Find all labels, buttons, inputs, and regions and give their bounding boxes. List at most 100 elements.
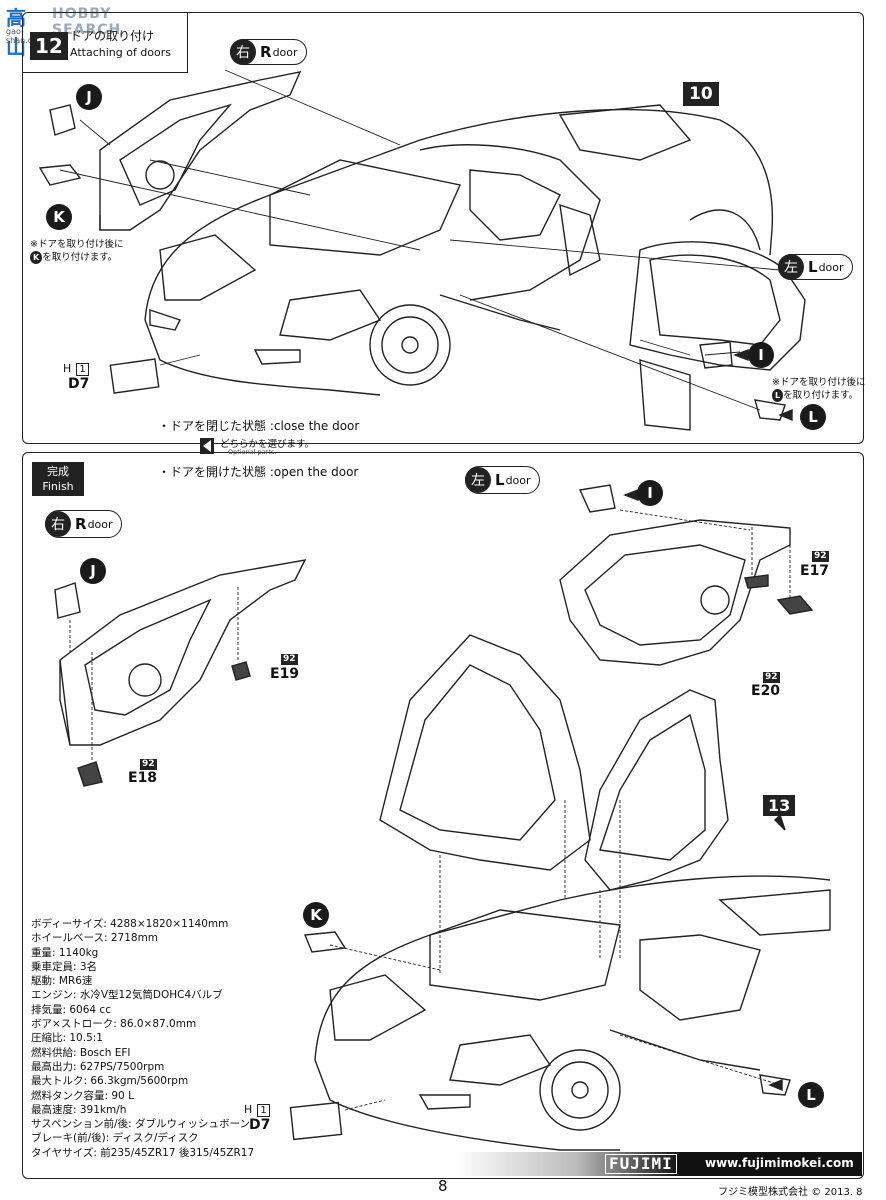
spec-line: 最高速度: 391km/h bbox=[31, 1103, 127, 1116]
note-k-part: K bbox=[30, 251, 43, 264]
sprue-92-e18: 92 bbox=[140, 759, 157, 770]
footer-brand: FUJIMI bbox=[605, 1154, 677, 1174]
part-J-label-finish: J bbox=[80, 558, 106, 584]
part-L-label-step12: L bbox=[800, 404, 826, 430]
right-door-open-finish bbox=[379, 634, 591, 871]
right-kanji: 右 bbox=[230, 39, 256, 65]
trim-K-step12 bbox=[38, 164, 82, 186]
plate-finish bbox=[289, 1101, 343, 1141]
part-L-label-finish: L bbox=[798, 1082, 824, 1108]
copyright-year: 2013. 8 bbox=[824, 1187, 863, 1198]
note-k-line1: ※ドアを取り付け後に bbox=[30, 239, 124, 250]
left-letter-finish: L bbox=[495, 471, 505, 489]
note-l-line2: を取り付けます。 bbox=[783, 390, 859, 401]
left-door-open-finish bbox=[584, 689, 729, 891]
trim-L-finish bbox=[759, 1074, 791, 1096]
spec-line: エンジン: 水冷V型12気筒DOHC4バルブ bbox=[31, 989, 223, 1002]
note-l-part: L bbox=[772, 389, 784, 402]
watermark-site: gao-shan.com bbox=[6, 27, 45, 45]
spec-line: ホイールベース: 2718mm bbox=[31, 932, 159, 945]
part-E19-label: E19 bbox=[270, 666, 300, 682]
footer-bar: FUJIMI www.fujimimokei.com bbox=[455, 1152, 862, 1176]
sprue-92-e17: 92 bbox=[812, 551, 829, 562]
spec-line: 最大トルク: 66.3kgm/5600rpm bbox=[31, 1075, 189, 1088]
part-J-label-step12: J bbox=[76, 84, 102, 110]
option-choose-ja: どちらかを選びます。 bbox=[220, 439, 315, 450]
part-K-label-step12: K bbox=[46, 204, 72, 230]
right-letter: R bbox=[260, 43, 272, 61]
left-word-finish: door bbox=[505, 473, 531, 487]
spec-line: ボディーサイズ: 4288×1820×1140mm bbox=[31, 918, 229, 930]
step-number: 12 bbox=[30, 32, 68, 60]
car-body-step12 bbox=[144, 104, 774, 396]
plate-h-num: 1 bbox=[76, 363, 89, 376]
right-word-finish: door bbox=[87, 517, 113, 531]
left-door-finish bbox=[559, 519, 791, 666]
finish-ja: 完成 bbox=[47, 465, 69, 478]
spec-line: 燃料タンク容量: 90 L bbox=[31, 1089, 134, 1102]
left-door-step12 bbox=[629, 241, 806, 431]
mirror-J-step12 bbox=[49, 104, 76, 136]
right-kanji-finish: 右 bbox=[45, 511, 71, 537]
note-k-line2: を取り付けます。 bbox=[42, 252, 118, 263]
spec-line: 圧縮比: 10.5:1 bbox=[31, 1032, 103, 1045]
right-door-label-step12: 右 R door bbox=[230, 39, 307, 65]
plate-label-finish: H 1 D7 bbox=[244, 1098, 270, 1133]
plate-step12 bbox=[109, 358, 160, 394]
trim-L-step12 bbox=[754, 399, 786, 421]
copyright-symbol: © bbox=[811, 1187, 822, 1198]
right-door-step12 bbox=[99, 71, 302, 231]
company-name: フジミ模型株式会社 bbox=[718, 1187, 808, 1198]
step-title-ja: ドアの取り付け bbox=[70, 29, 155, 43]
spec-line: ブレーキ(前/後): ディスク/ディスク bbox=[31, 1132, 199, 1145]
right-letter-finish: R bbox=[75, 515, 87, 533]
plate-code-finish: D7 bbox=[249, 1117, 271, 1133]
option-closed: ・ドアを閉じた状態 :close the door bbox=[158, 419, 360, 433]
spec-line: 乗車定員: 3名 bbox=[31, 960, 98, 973]
sprue-92-e19: 92 bbox=[281, 654, 298, 665]
mirror-J-finish bbox=[54, 582, 81, 619]
left-word: door bbox=[818, 260, 844, 274]
left-door-label-step12: 左 L door bbox=[778, 254, 853, 280]
page-number: 8 bbox=[438, 1177, 448, 1195]
footer-url[interactable]: www.fujimimokei.com bbox=[705, 1156, 854, 1170]
ref-step-10: 10 bbox=[683, 82, 719, 106]
watermark-brand: HOBBY SEARCH bbox=[52, 6, 122, 38]
part-I-label-step12: I bbox=[748, 342, 774, 368]
finish-frame bbox=[22, 452, 864, 1179]
part-E17 bbox=[776, 595, 814, 615]
plate-h-finish: H bbox=[244, 1103, 253, 1116]
note-l-line1: ※ドアを取り付け後に bbox=[772, 377, 866, 388]
mirror-I-step12 bbox=[699, 341, 733, 369]
plate-label-step12: H 1 D7 bbox=[63, 357, 89, 392]
spec-line: 最高出力: 627PS/7500rpm bbox=[31, 1060, 165, 1073]
left-letter: L bbox=[808, 258, 818, 276]
spec-line: タイヤサイズ: 前235/45ZR17 後315/45ZR17 bbox=[31, 1146, 255, 1159]
spec-line: ボア×ストローク: 86.0×87.0mm bbox=[31, 1018, 197, 1031]
spec-list: ボディーサイズ: 4288×1820×1140mm ホイールベース: 2718m… bbox=[31, 917, 254, 1160]
spec-line: 燃料供給: Bosch EFI bbox=[31, 1046, 131, 1059]
mirror-I-finish bbox=[578, 484, 616, 513]
option-choose-en: Optional parts. bbox=[228, 448, 277, 456]
part-E18-label: E18 bbox=[128, 770, 158, 786]
sprue-92-e20: 92 bbox=[763, 672, 780, 683]
plate-code: D7 bbox=[68, 376, 90, 392]
trim-K-finish bbox=[303, 931, 347, 953]
step12-frame bbox=[22, 12, 864, 444]
right-word: door bbox=[272, 45, 298, 59]
part-E17-label: E17 bbox=[800, 563, 830, 579]
spec-line: 排気量: 6064 cc bbox=[31, 1003, 111, 1016]
car-body-finish bbox=[314, 875, 831, 1151]
spec-line: 重量: 1140kg bbox=[31, 946, 99, 959]
step-title-en: Attaching of doors bbox=[70, 46, 172, 59]
plate-h: H bbox=[63, 362, 72, 375]
right-door-finish bbox=[59, 559, 307, 746]
part-I-label-finish: I bbox=[637, 480, 663, 506]
part-E20-label: E20 bbox=[751, 683, 781, 699]
part-E18 bbox=[77, 761, 103, 787]
right-door-label-finish: 右 R door bbox=[45, 510, 122, 538]
left-kanji-finish: 左 bbox=[465, 467, 491, 493]
finish-badge: 完成 Finish bbox=[32, 462, 84, 496]
